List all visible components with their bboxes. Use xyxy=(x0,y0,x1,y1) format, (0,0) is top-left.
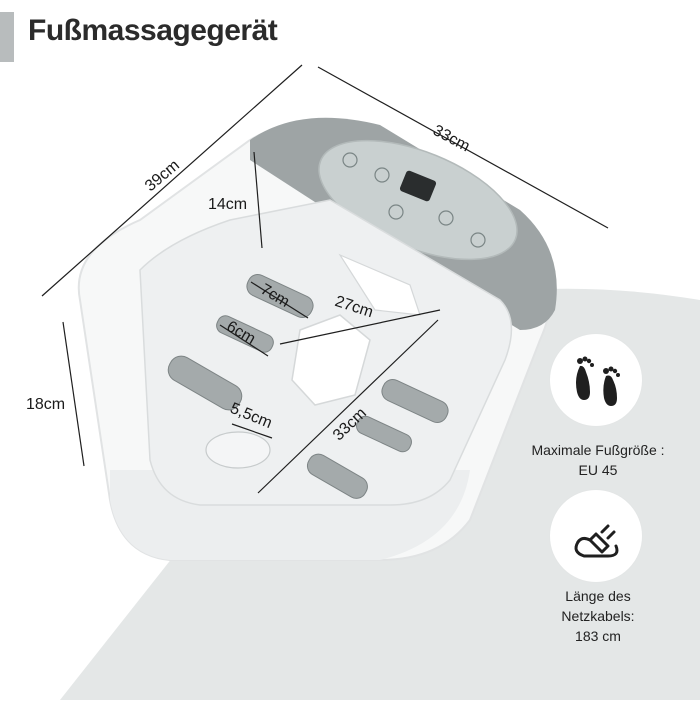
dim-line-33-top xyxy=(317,66,609,229)
dim-line-6 xyxy=(219,324,269,357)
water-block-top xyxy=(338,253,421,316)
cable-length-badge xyxy=(550,490,642,582)
roller xyxy=(306,453,368,499)
dim-line-27 xyxy=(279,309,441,345)
dimension-lines xyxy=(41,64,609,494)
cable-length-caption: Länge des Netzkabels: 183 cm xyxy=(520,586,676,646)
foot-size-caption: Maximale Fußgröße : EU 45 xyxy=(500,440,696,480)
roller xyxy=(246,274,314,318)
roller xyxy=(381,379,449,423)
cable-label-line2: Netzkabels: xyxy=(561,608,635,624)
foot-size-value: EU 45 xyxy=(578,462,618,478)
cable-label-line1: Länge des xyxy=(565,588,631,604)
roller xyxy=(216,315,274,353)
rollers xyxy=(167,274,449,499)
dim-label-height-outer: 18cm xyxy=(26,396,66,413)
page-title: Fußmassagegerät xyxy=(28,14,278,47)
led-display xyxy=(399,170,437,202)
drain-disc xyxy=(205,431,271,469)
panel-button xyxy=(470,232,486,248)
power-plug-icon xyxy=(574,524,619,558)
dim-line-55 xyxy=(231,423,273,439)
cable-length-value: 183 cm xyxy=(575,628,621,644)
dim-line-18 xyxy=(62,321,85,467)
panel-button xyxy=(374,167,390,183)
roller xyxy=(356,415,412,453)
foot-size-badge xyxy=(550,334,642,426)
panel-button xyxy=(438,210,454,226)
dim-line-14 xyxy=(253,151,263,249)
foot-size-label: Maximale Fußgröße : xyxy=(531,442,665,458)
title-accent-bar xyxy=(0,12,14,62)
dim-label-height-inner: 14cm xyxy=(208,196,248,213)
panel-button xyxy=(342,152,358,168)
dim-line-7 xyxy=(250,281,309,319)
roller xyxy=(167,355,243,411)
panel-button xyxy=(388,204,404,220)
dim-line-33-inner xyxy=(257,319,439,494)
footprints-icon xyxy=(576,356,620,406)
dim-line-39 xyxy=(41,64,303,297)
